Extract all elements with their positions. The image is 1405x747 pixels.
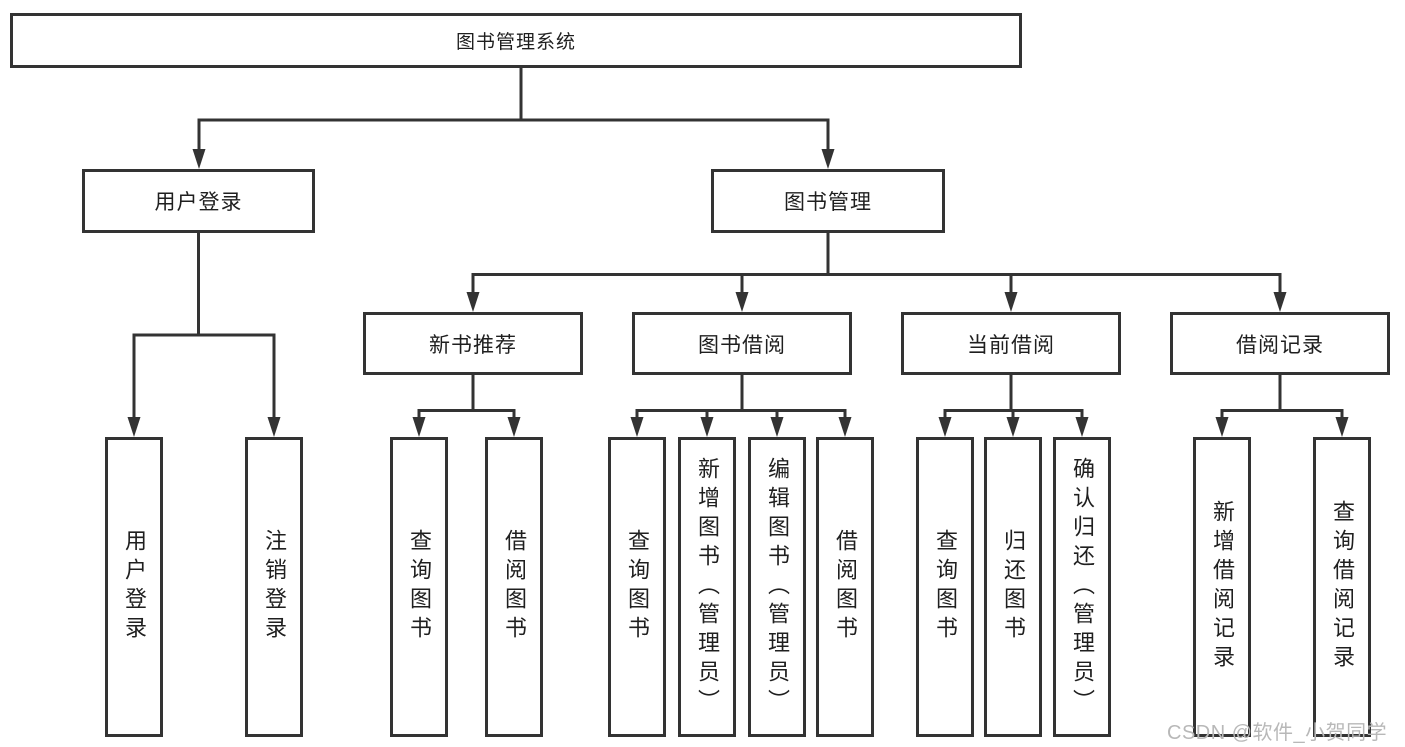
edge-current-borrowing-to-children	[938, 375, 1089, 437]
node-leaf-br-query-record: 查询借阅记录	[1313, 437, 1371, 737]
node-leaf-user-login-label: 用户登录	[122, 529, 147, 645]
node-leaf-nb-borrow-books-label: 借阅图书	[502, 529, 527, 645]
node-user-login-label: 用户登录	[154, 191, 243, 214]
node-leaf-bb-add-books-label: 新增图书（管理员）	[695, 456, 720, 718]
node-leaf-bb-query-books-label: 查询图书	[625, 529, 650, 645]
node-book-mgmt-label: 图书管理	[784, 191, 872, 214]
node-leaf-cb-confirm-return: 确认归还（管理员）	[1053, 437, 1111, 737]
node-leaf-br-query-record-label: 查询借阅记录	[1330, 500, 1355, 674]
node-leaf-bb-borrow-books-label: 借阅图书	[833, 529, 858, 645]
node-leaf-cb-query-books: 查询图书	[916, 437, 974, 737]
node-leaf-cb-query-books-label: 查询图书	[933, 529, 958, 645]
edge-root-to-level2	[192, 68, 835, 169]
node-borrowing-records: 借阅记录	[1170, 312, 1390, 375]
node-root: 图书管理系统	[10, 13, 1022, 68]
edge-book-borrowing-to-children	[630, 375, 852, 437]
edge-borrowing-records-to-children	[1215, 375, 1349, 437]
node-borrowing-records-label: 借阅记录	[1236, 333, 1324, 357]
node-user-login: 用户登录	[82, 169, 315, 233]
edge-user-login-to-children	[127, 233, 281, 437]
edge-book-mgmt-to-children	[466, 233, 1287, 312]
node-leaf-br-add-record-label: 新增借阅记录	[1210, 500, 1235, 674]
node-leaf-cb-confirm-return-label: 确认归还（管理员）	[1070, 456, 1095, 718]
node-leaf-bb-edit-books: 编辑图书（管理员）	[748, 437, 806, 737]
node-leaf-cb-return-books-label: 归还图书	[1001, 529, 1026, 645]
node-leaf-cb-return-books: 归还图书	[984, 437, 1042, 737]
node-leaf-br-add-record: 新增借阅记录	[1193, 437, 1251, 737]
edge-new-book-rec-to-children	[412, 375, 521, 437]
node-leaf-user-login: 用户登录	[105, 437, 163, 737]
node-leaf-logout-label: 注销登录	[262, 529, 287, 645]
node-leaf-nb-borrow-books: 借阅图书	[485, 437, 543, 737]
node-current-borrowing-label: 当前借阅	[967, 333, 1055, 357]
node-leaf-logout: 注销登录	[245, 437, 303, 737]
node-root-label: 图书管理系统	[455, 32, 576, 53]
node-leaf-nb-query-books: 查询图书	[390, 437, 448, 737]
node-leaf-bb-query-books: 查询图书	[608, 437, 666, 737]
node-book-borrowing: 图书借阅	[632, 312, 852, 375]
node-leaf-bb-add-books: 新增图书（管理员）	[678, 437, 736, 737]
node-new-book-rec: 新书推荐	[363, 312, 583, 375]
node-current-borrowing: 当前借阅	[901, 312, 1121, 375]
node-leaf-nb-query-books-label: 查询图书	[407, 529, 432, 645]
node-leaf-bb-edit-books-label: 编辑图书（管理员）	[765, 456, 790, 718]
node-leaf-bb-borrow-books: 借阅图书	[816, 437, 874, 737]
node-book-mgmt: 图书管理	[711, 169, 945, 233]
csdn-watermark: CSDN @软件_小贺同学	[1167, 722, 1388, 744]
node-book-borrowing-label: 图书借阅	[698, 333, 786, 357]
node-new-book-rec-label: 新书推荐	[429, 333, 517, 357]
